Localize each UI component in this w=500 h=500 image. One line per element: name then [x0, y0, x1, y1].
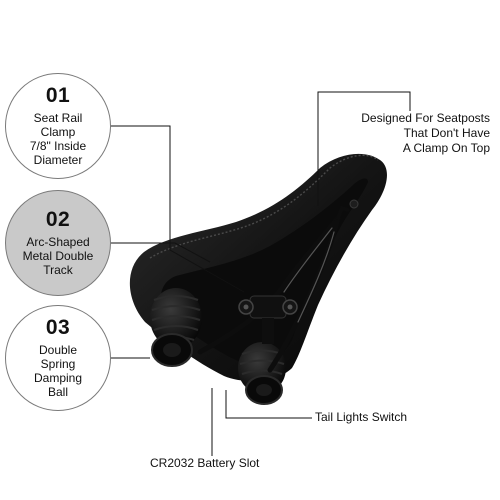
seat-rail-clamp [238, 295, 298, 344]
feature-text: Arc-Shaped Metal Double Track [16, 235, 100, 277]
metal-rails [197, 205, 350, 373]
feature-badge-03: 03 Double Spring Damping Ball [5, 305, 111, 411]
feature-badge-02: 02 Arc-Shaped Metal Double Track [5, 190, 111, 296]
left-spring [150, 288, 202, 367]
right-spring [238, 342, 286, 405]
feature-text-line: Diameter [33, 153, 83, 167]
feature-text: Seat Rail Clamp 7/8" Inside Diameter [16, 111, 100, 167]
leader-clamp [111, 125, 245, 293]
callout-line: A Clamp On Top [402, 141, 490, 155]
feature-text-line: Damping [33, 371, 83, 385]
feature-text-line: Metal Double [22, 249, 94, 263]
feature-text-line: Track [43, 263, 73, 277]
feature-text-line: Seat Rail Clamp [33, 111, 83, 139]
callout-seatpost: Designed For Seatposts That Don't Have A… [328, 111, 490, 156]
feature-badge-01: 01 Seat Rail Clamp 7/8" Inside Diameter [5, 73, 111, 179]
feature-number: 01 [45, 84, 71, 107]
feature-text-line: 7/8" Inside [29, 139, 87, 153]
callout-battery-slot: CR2032 Battery Slot [150, 456, 260, 470]
leader-seatpost [317, 91, 411, 206]
feature-text-line: Double [38, 343, 78, 357]
feature-number: 02 [45, 208, 71, 231]
callout-line: Designed For Seatposts [361, 111, 490, 125]
leader-tail-lights [225, 390, 312, 419]
feature-text-line: Arc-Shaped [26, 235, 90, 249]
feature-text-line: Spring [40, 357, 76, 371]
feature-text: Double Spring Damping Ball [16, 343, 100, 399]
feature-text-line: Ball [47, 385, 68, 399]
leader-lines [111, 91, 411, 456]
callout-line: That Don't Have [403, 126, 490, 140]
feature-number: 03 [45, 316, 71, 339]
callout-tail-lights: Tail Lights Switch [315, 410, 408, 424]
leader-rails [111, 242, 211, 263]
